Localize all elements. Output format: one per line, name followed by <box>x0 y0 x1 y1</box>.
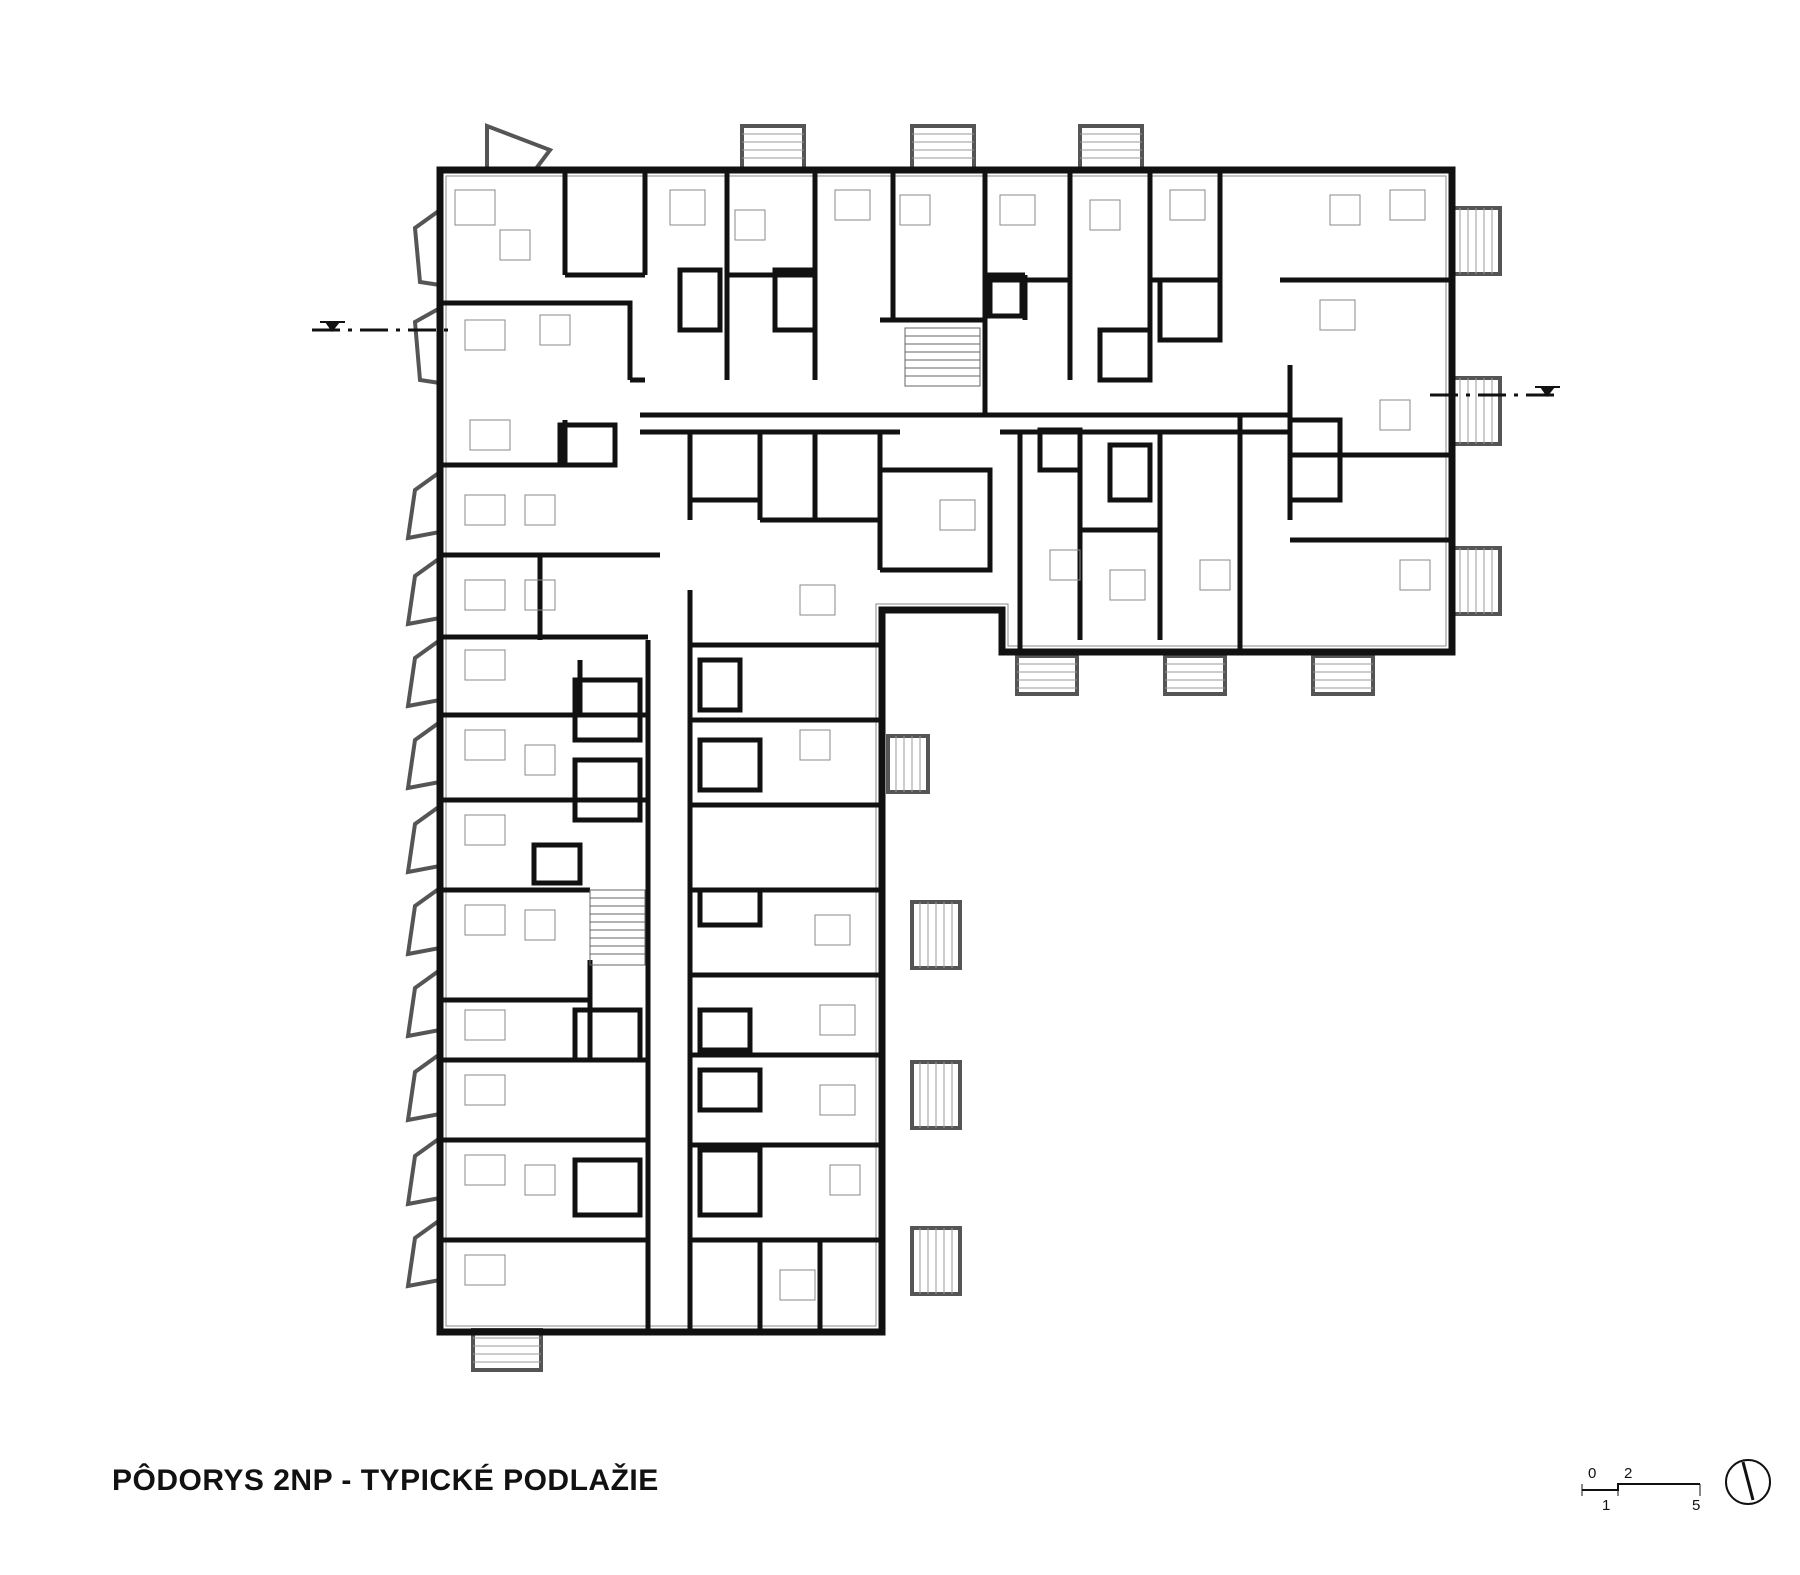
balcony-west-5 <box>405 636 442 709</box>
scale-label-5: 5 <box>1692 1497 1700 1514</box>
balcony-west-6 <box>405 718 442 791</box>
lift-west <box>531 842 583 886</box>
interior-walls <box>440 170 1452 1332</box>
section-mark-icon <box>320 321 345 332</box>
exterior-walls <box>436 166 1456 1336</box>
section-marker-west <box>312 321 450 332</box>
exterior-wall-inner-line <box>445 175 1447 1327</box>
north-arrow-icon <box>1725 1459 1771 1505</box>
balcony-west-4 <box>405 554 442 627</box>
balcony-slats <box>473 133 1493 1363</box>
stair-north <box>904 327 981 387</box>
balcony-east-1 <box>886 734 930 794</box>
balcony-west-7 <box>405 802 442 875</box>
balcony-west-2 <box>412 304 442 386</box>
balcony-west-12 <box>405 1216 442 1289</box>
scale-label-2: 2 <box>1624 1465 1632 1482</box>
lift-north <box>987 275 1025 319</box>
balcony-top-1 <box>485 123 554 172</box>
section-mark-icon <box>1535 386 1560 397</box>
balcony-top-4 <box>1078 124 1144 172</box>
balcony-west-9 <box>405 966 442 1039</box>
stair-west <box>589 889 646 966</box>
section-marker-east <box>1430 386 1560 397</box>
balconies <box>405 123 1502 1372</box>
scale-label-0: 0 <box>1588 1465 1596 1482</box>
balcony-top-3 <box>910 124 976 172</box>
balcony-bottom-4 <box>471 1328 543 1372</box>
balcony-west-1 <box>412 206 442 288</box>
plan-title: PÔDORYS 2NP - TYPICKÉ PODLAŽIE <box>112 1464 659 1497</box>
balcony-west-3 <box>405 468 442 541</box>
balcony-west-10 <box>405 1050 442 1123</box>
scale-label-1: 1 <box>1602 1497 1610 1514</box>
balcony-west-11 <box>405 1134 442 1207</box>
scale-bar: 0 2 1 5 <box>1581 1465 1701 1514</box>
balcony-top-2 <box>740 124 806 172</box>
furniture <box>454 189 1431 1301</box>
balcony-west-8 <box>405 884 442 957</box>
